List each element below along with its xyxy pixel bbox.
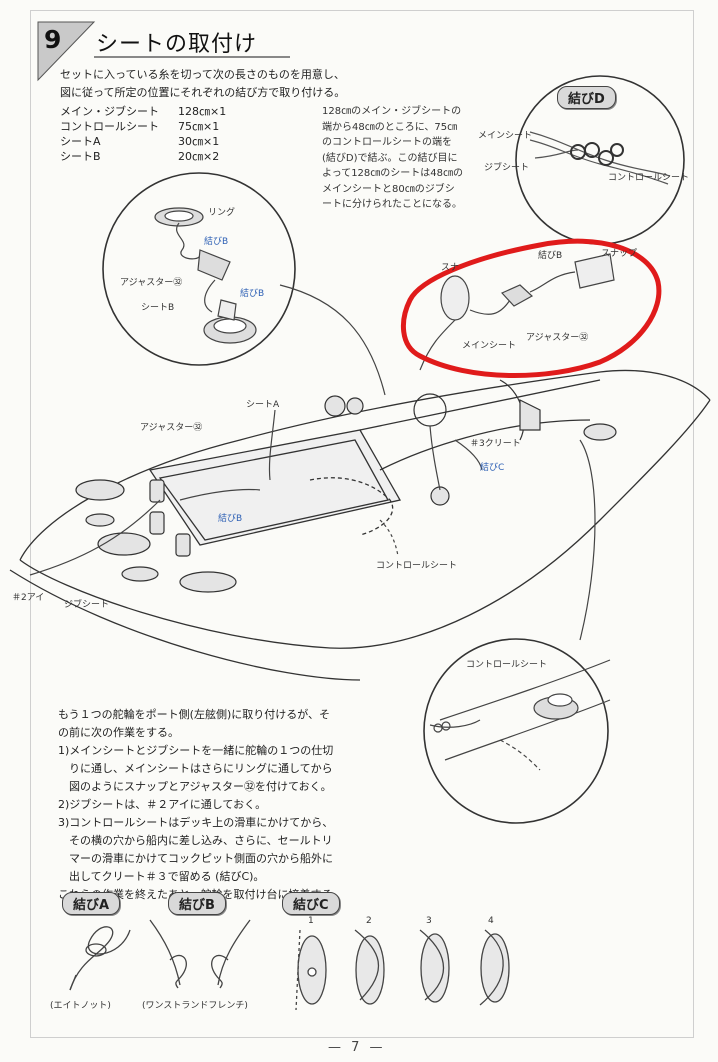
sheet-b-label: シートB [141,303,175,313]
knot-b-caption: (ワンストランドフレンチ) [142,1001,248,1011]
sheet-lines [29,409,596,641]
boat-hull [9,369,711,681]
knot-c-step-1: 1 [308,916,314,926]
cleat-3-label: ＃3クリート [470,439,521,449]
knot-d-jib-sheet-label: ジブシート [484,163,530,173]
eye-2-label: ＃2アイ [12,593,45,603]
ring-label: リング [208,208,236,218]
jib-sheet-label: ジブシート [64,600,110,610]
sheet-a-label: シートA [246,400,280,410]
page-number: — 7 — [328,1040,386,1055]
instructions-block: もう１つの舵輪をポート側(左舷側)に取り付けるが、そ の前に次の作業をする。 1… [58,708,344,901]
section-title: シートの取付け [96,32,258,57]
control-sheet-label: コントロールシート [376,561,458,571]
knot-b-badge: 結びB [168,892,226,915]
intro-line-1: セットに入っている糸を切って次の長さのものを用意し、 [60,68,345,81]
snap-adjuster-drawing [419,253,615,371]
snap-label: スナ [441,263,460,273]
adjuster-label: アジャスター㉜ [526,333,589,343]
red-highlight-loop [400,238,662,378]
cleat-detail-drawing [429,659,611,771]
ring-adjuster-drawing [154,207,257,344]
main-sheet-label: メインシート [462,341,517,351]
knot-b-drawing [149,919,251,989]
knot-c-badge: 結びC [282,892,340,915]
note-block: 128㎝のメイン・ジブシートの 端から48㎝のところに、75㎝ のコントロールシ… [322,106,464,210]
knot-b-label: 結びB [204,237,229,247]
knot-a-caption: (エイトノット) [50,1001,111,1011]
snap-label: スナップ [601,249,638,259]
knot-d-badge: 結びD [557,86,616,109]
section-rule [94,56,290,58]
knot-b-label: 結びB [538,251,563,261]
knot-a-badge: 結びA [62,892,121,915]
knot-d-drawing [529,131,671,185]
adjuster-label: アジャスター㉜ [140,423,203,433]
knot-c-step-3: 3 [426,916,432,926]
control-sheet-label: コントロールシート [466,660,548,670]
adjuster-label: アジャスター㉜ [120,278,183,288]
knot-c-label: 結びC [480,463,505,473]
knot-c-step-4: 4 [488,916,494,926]
knot-c-drawings [295,929,510,1011]
knot-d-control-sheet-label: コントロールシート [608,173,690,183]
knot-c-step-2: 2 [366,916,372,926]
section-number: 9 [44,25,62,54]
knot-a-drawing [69,926,131,991]
knot-b-label: 結びB [218,514,243,524]
intro-line-2: 図に従って所定の位置にそれぞれの結び方で取り付ける。 [60,86,346,99]
deck-fittings [75,379,617,593]
section-badge [37,21,96,82]
knot-d-main-sheet-label: メインシート [478,131,533,141]
knot-b-label: 結びB [240,289,265,299]
